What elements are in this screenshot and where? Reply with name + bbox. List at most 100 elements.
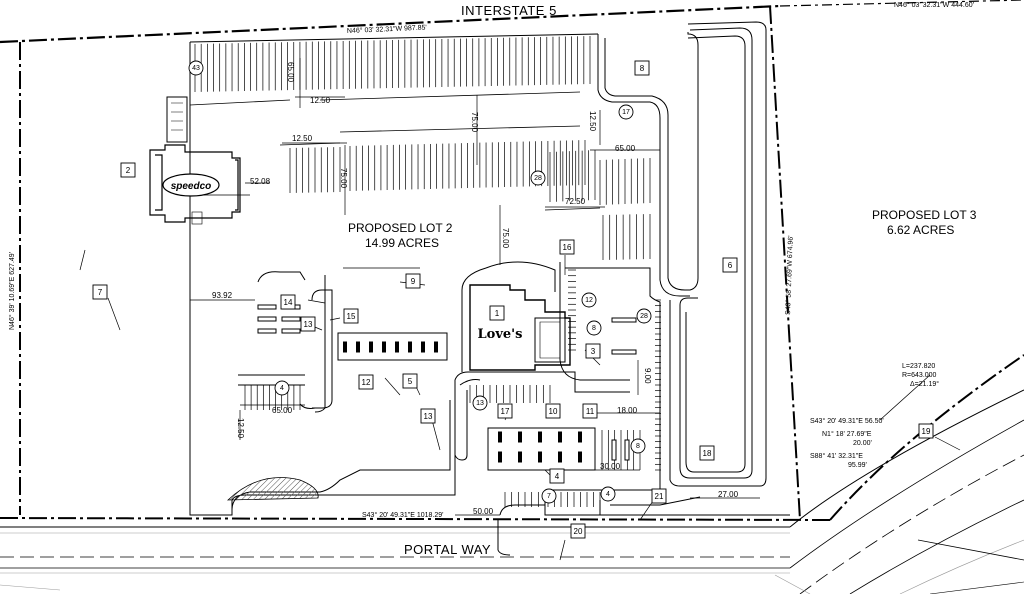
callout-square-c14: 14 [280,294,296,310]
callout-number: 17 [622,109,630,116]
callout-number: 7 [98,288,103,297]
callout-circle-k13: 13 [472,395,488,411]
loves-building [461,261,571,372]
curve-radius: R=643.000 [902,372,937,379]
property-boundary [0,0,1024,521]
lot3-area: 6.62 ACRES [887,223,954,237]
segment-3-length: 95.99' [848,462,867,469]
callout-number: 6 [728,261,733,270]
svg-text:12.50: 12.50 [310,96,331,105]
callout-square-c15: 15 [343,308,359,324]
callout-square-c18: 18 [699,445,715,461]
callout-number: 9 [411,277,416,286]
bearing-top-right: N46° 03' 32.31"W 444.60' [894,1,974,9]
callout-square-c11: 11 [582,403,598,419]
bearing-bottom: S43° 20' 49.31"E 1018.29' [362,511,444,519]
callout-number: 12 [585,297,593,304]
callout-number: 5 [408,377,413,386]
callout-square-c3: 3 [585,343,601,359]
svg-text:30.00: 30.00 [600,462,621,471]
callout-square-c4: 4 [549,468,565,484]
callout-number: 28 [534,175,542,182]
callout-number: 1 [495,309,500,318]
hatched-area [226,477,319,501]
callout-square-c21: 21 [651,488,667,504]
callout-number: 43 [192,65,200,72]
callout-circle-k4a: 4 [274,380,290,396]
callout-number: 4 [280,385,284,392]
callout-number: 14 [284,298,293,307]
svg-text:75.00: 75.00 [501,228,510,249]
lot2-name: PROPOSED LOT 2 [348,221,453,235]
callout-square-c2: 2 [120,162,136,178]
speedco-logo-text: speedco [171,181,212,192]
svg-text:9.00: 9.00 [643,368,652,384]
callout-number: 16 [563,243,572,252]
portal-way-road [0,389,1024,594]
speedco-building [149,96,241,225]
leader-lines [79,249,961,561]
callout-square-c6: 6 [722,257,738,273]
callout-square-c17: 17 [497,403,513,419]
svg-text:75.00: 75.00 [339,168,348,189]
portal-way-label: PORTAL WAY [404,542,491,557]
bearing-top-left: N46° 03' 32.31"W 987.85' [347,24,427,35]
callout-circle-k12: 12 [581,292,597,308]
interstate-label: INTERSTATE 5 [461,3,557,18]
callout-number: 8 [640,64,645,73]
callout-square-c12: 12 [358,374,374,390]
svg-text:12.50: 12.50 [588,111,597,132]
callout-circle-k17: 17 [618,104,634,120]
callout-number: 13 [476,400,484,407]
site-curbs [189,21,790,556]
loves-logo-text: Love's [478,327,523,342]
callout-square-c10: 10 [545,403,561,419]
speedco-logo [162,173,220,197]
callout-circle-k7: 7 [541,488,557,504]
svg-text:65.00: 65.00 [286,62,295,83]
curve-length: L=237.820 [902,363,935,370]
callout-number: 8 [636,443,640,450]
segment-3: S88° 41' 32.31"E [810,452,863,460]
svg-text:12.50: 12.50 [236,418,245,439]
svg-text:50.00: 50.00 [473,507,494,516]
callout-circle-k4b: 4 [600,486,616,502]
callout-square-c19: 19 [918,423,934,439]
svg-text:65.00: 65.00 [615,144,636,153]
parking-stalls [194,36,661,507]
callout-circle-k8a: 8 [586,320,602,336]
callout-number: 15 [347,312,356,321]
svg-text:75.00: 75.00 [470,112,479,133]
lot3-name: PROPOSED LOT 3 [872,208,977,222]
callout-number: 2 [126,166,131,175]
fuel-pumps [257,304,637,463]
svg-text:72.50: 72.50 [565,197,586,206]
callout-number: 3 [591,347,596,356]
callout-circle-k8b: 8 [630,438,646,454]
callout-circle-k28b: 28 [636,308,652,324]
bearing-right: S43° 58' 27.69"W 674.96' [784,235,795,315]
callout-number: 12 [362,378,371,387]
callout-square-c7: 7 [92,284,108,300]
svg-text:27.00: 27.00 [718,490,739,499]
callout-circle-k28a: 28 [530,170,546,186]
callout-number: 17 [501,407,510,416]
svg-text:12.50: 12.50 [292,134,313,143]
callout-square-c5: 5 [402,373,418,389]
callout-square-c9: 9 [405,273,421,289]
callout-number: 4 [555,472,560,481]
callout-square-c8: 8 [634,60,650,76]
segment-2: N1° 18' 27.69"E [822,430,872,438]
callout-circle-k43: 43 [188,60,204,76]
svg-text:65.00: 65.00 [272,406,293,415]
segment-2-length: 20.00' [853,440,872,447]
callout-number: 20 [574,527,583,536]
svg-text:52.08: 52.08 [250,177,271,186]
callout-number: 28 [640,313,648,320]
callout-square-c13b: 13 [420,408,436,424]
callout-square-c13a: 13 [300,316,316,332]
lot2-area: 14.99 ACRES [365,236,439,250]
callout-square-c16: 16 [559,239,575,255]
